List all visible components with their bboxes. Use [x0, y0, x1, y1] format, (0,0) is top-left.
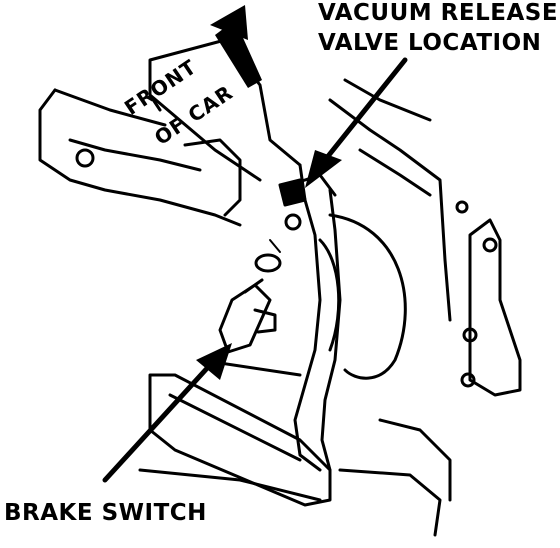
- switch-grommet: [254, 253, 282, 273]
- floor-line-2: [378, 418, 452, 502]
- brake-switch-body: [218, 283, 272, 354]
- brake-arrow-shaft: [102, 362, 213, 483]
- right-wall-edge: [343, 78, 432, 122]
- mount-bolt-3: [460, 372, 476, 388]
- valve-hole: [284, 213, 302, 231]
- vacuum-release-label-line1: VACUUM RELEASE: [318, 0, 559, 26]
- right-wall-inner: [358, 148, 432, 197]
- switch-connector: [253, 308, 277, 334]
- pedal-arm-front: [293, 163, 322, 472]
- brake-switch-label: BRAKE SWITCH: [4, 500, 207, 526]
- booster-housing: [328, 213, 407, 380]
- front-of-car-arrow: [215, 20, 262, 88]
- vacuum-valve: [278, 178, 307, 207]
- mount-bolt-1: [482, 237, 498, 253]
- upper-bracket-lip: [53, 88, 167, 127]
- floor-line-4: [138, 468, 322, 502]
- pedal-pad: [148, 373, 332, 507]
- pedal-arm-back: [320, 188, 342, 472]
- upper-bracket-inner: [68, 138, 202, 172]
- right-wall: [328, 98, 452, 322]
- mount-bolt-2: [462, 327, 478, 343]
- brake-arrow-head: [196, 343, 232, 380]
- switch-tip: [243, 278, 264, 294]
- bolt-right-top: [455, 200, 469, 214]
- vacuum-release-label-line2: VALVE LOCATION: [318, 30, 542, 56]
- mount-bracket: [468, 218, 522, 397]
- floor-line-3: [338, 468, 442, 537]
- upper-bracket: [38, 88, 242, 227]
- dash-panel-edge: [148, 93, 262, 182]
- pedal-pad-rib: [168, 393, 302, 462]
- vacuum-arrow-head: [305, 150, 342, 188]
- vacuum-arrow-shaft: [322, 57, 408, 163]
- front-of-car-arrow-head: [210, 5, 248, 40]
- bolt-left: [75, 148, 95, 168]
- bracket-flange: [183, 138, 242, 217]
- switch-plunger: [269, 239, 281, 253]
